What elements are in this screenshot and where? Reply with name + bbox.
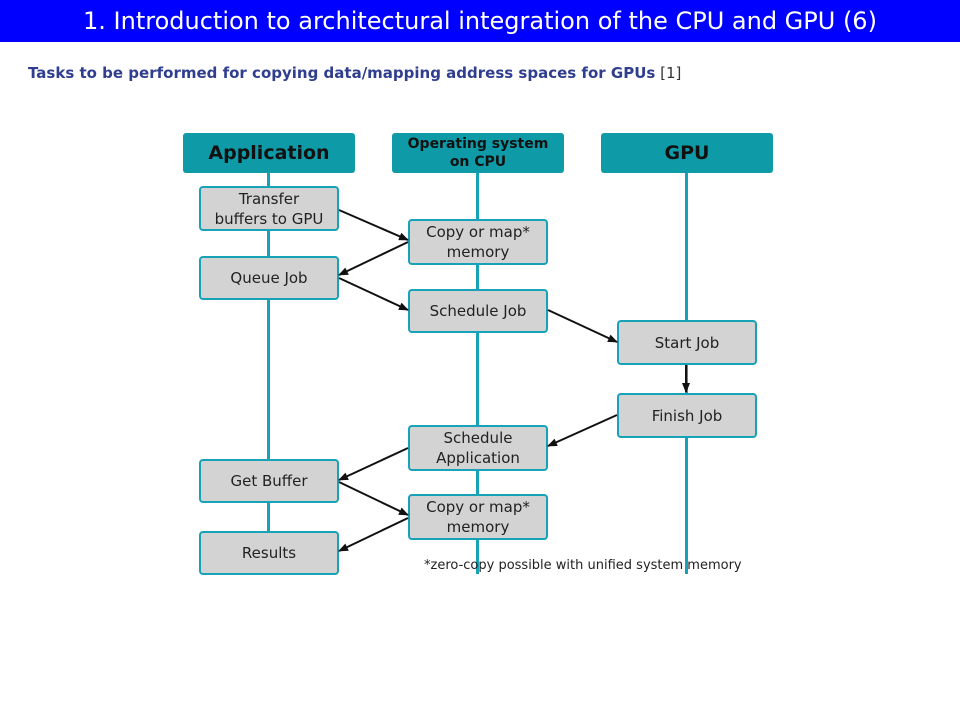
copy-map-memory-2-line1: Copy or map* (426, 498, 530, 516)
results-label: Results (241, 544, 297, 562)
subtitle-text: Tasks to be performed for copying data/m… (28, 64, 656, 82)
schedule-application-box: Schedule Application (408, 425, 548, 471)
arrow-transfer-to-copy (338, 209, 409, 241)
finish-job-box: Finish Job (617, 393, 757, 438)
copy-map-memory-box-1: Copy or map* memory (408, 219, 548, 265)
os-lane-header: Operating system on CPU (392, 133, 564, 173)
results-box: Results (199, 531, 339, 575)
start-job-label: Start Job (654, 333, 720, 352)
application-lane-label: Application (208, 142, 330, 164)
copy-map-memory-1-line2: memory (446, 243, 510, 261)
schedule-application-line2: Application (436, 449, 520, 467)
transfer-buffers-line1: Transfer (238, 189, 300, 208)
subtitle-reference: [1] (660, 64, 682, 82)
application-lane-line (267, 172, 270, 572)
gpu-lane-label: GPU (664, 142, 710, 164)
schedule-job-label: Schedule Job (429, 302, 527, 320)
copy-map-memory-2-line2: memory (446, 518, 510, 536)
os-lane-label-line1: Operating system (407, 136, 549, 152)
slide-title: 1. Introduction to architectural integra… (0, 0, 960, 42)
application-lane-header: Application (183, 133, 355, 173)
finish-job-label: Finish Job (651, 406, 723, 425)
arrow-finish-to-schedule-app (547, 414, 618, 447)
gpu-lane-header: GPU (601, 133, 773, 173)
get-buffer-label: Get Buffer (230, 472, 308, 490)
arrow-queue-to-schedule (338, 277, 409, 311)
get-buffer-box: Get Buffer (199, 459, 339, 503)
os-lane-line (476, 172, 479, 574)
arrow-get-buffer-to-copy (338, 481, 409, 516)
transfer-buffers-line2: buffers to GPU (214, 209, 324, 228)
footnote: *zero-copy possible with unified system … (424, 558, 742, 573)
transfer-buffers-box: Transfer buffers to GPU (199, 186, 339, 231)
queue-job-box: Queue Job (199, 256, 339, 300)
start-job-box: Start Job (617, 320, 757, 365)
copy-map-memory-1-line1: Copy or map* (426, 223, 530, 241)
os-lane-label-line2: on CPU (449, 154, 507, 170)
copy-map-memory-box-2: Copy or map* memory (408, 494, 548, 540)
arrow-copy-to-results (338, 517, 409, 552)
schedule-job-box: Schedule Job (408, 289, 548, 333)
schedule-application-line1: Schedule (443, 429, 513, 447)
arrow-copy-to-queue (338, 241, 409, 276)
queue-job-label: Queue Job (230, 269, 308, 287)
slide-subtitle: Tasks to be performed for copying data/m… (28, 64, 681, 82)
arrow-schedule-app-to-get-buffer (338, 447, 409, 481)
arrow-schedule-to-start (547, 309, 618, 343)
